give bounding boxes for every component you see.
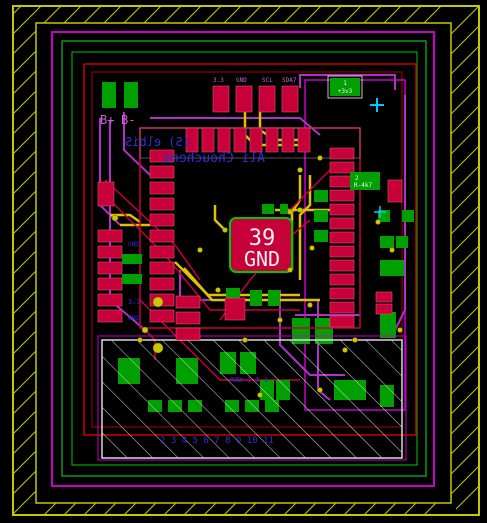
board-edge-hatch bbox=[12, 5, 480, 516]
right-side-pads bbox=[224, 179, 403, 321]
usb-connector-keepout bbox=[101, 339, 403, 459]
mcu-right-pads bbox=[329, 147, 355, 328]
left-pin-gnd-label: GND bbox=[128, 241, 139, 248]
pwr-header-minus-label: B- bbox=[121, 113, 135, 127]
net-name: GND bbox=[244, 247, 280, 271]
mirrored-author-text: Ali Chouchene bbox=[163, 151, 265, 166]
part-1-pad bbox=[330, 78, 360, 96]
bottom-back-label-2: ROW 1 1 1 bbox=[230, 376, 268, 384]
top-header-scl-label: SCL bbox=[262, 77, 273, 84]
part-2-ref: 2 bbox=[355, 175, 359, 182]
top-header-3v3-label: 3.3 bbox=[213, 77, 224, 84]
gnd-net-pad bbox=[229, 217, 293, 273]
part-1-ref: 1 bbox=[343, 80, 347, 87]
outer-courtyard-magenta bbox=[51, 31, 435, 487]
usb-connector-outline-magenta bbox=[97, 335, 407, 461]
top-header-sda-label: SDA7 bbox=[282, 77, 297, 84]
left-pin-gnd2-label: GND bbox=[128, 315, 139, 322]
vias bbox=[111, 155, 403, 398]
left-pin-3v3-label: 3.3 bbox=[128, 298, 141, 306]
mirrored-text-2: (S) elbiS bbox=[125, 135, 190, 149]
bottom-back-label: 2 3 4 5 6 7 8 9 10 11 bbox=[160, 436, 274, 446]
part-1-outline bbox=[327, 75, 363, 99]
net-number: 39 bbox=[249, 226, 276, 251]
mcu-left-pads-2 bbox=[175, 295, 201, 341]
part-2-pad bbox=[350, 172, 380, 190]
mcu-left-pads bbox=[149, 149, 175, 323]
part-2-value: R-4k7 bbox=[354, 182, 372, 189]
outer-keepout-green bbox=[61, 40, 427, 477]
origin-cursor-icon bbox=[370, 98, 384, 112]
left-header-pads bbox=[97, 181, 123, 323]
crosshair-cursor-icon bbox=[374, 206, 386, 218]
top-header-pads bbox=[212, 85, 299, 113]
part-1-value: +3v3 bbox=[338, 88, 353, 95]
top-header-gnd-label: GND bbox=[236, 77, 247, 84]
mcu-top-pads bbox=[185, 127, 311, 153]
inner-keepout-green bbox=[71, 51, 418, 466]
pwr-header-plus-label: B+ bbox=[100, 113, 114, 127]
left-header-green-pads bbox=[122, 254, 142, 284]
board-edge bbox=[12, 5, 480, 516]
